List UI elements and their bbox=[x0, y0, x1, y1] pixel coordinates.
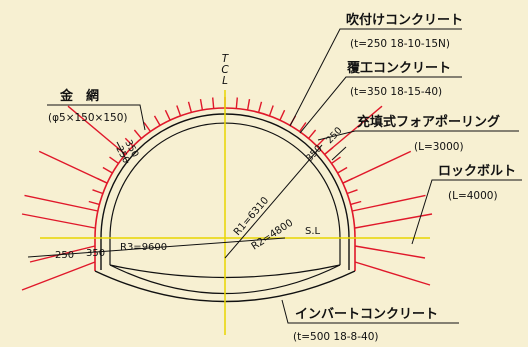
shotcrete-leader bbox=[289, 28, 462, 127]
rock-bolt bbox=[342, 150, 412, 184]
lining-spec: (t=350 18-15-40) bbox=[350, 86, 442, 98]
forepoling-tick bbox=[143, 122, 151, 132]
rock-bolt bbox=[38, 150, 108, 184]
rock-bolt bbox=[352, 194, 426, 212]
lining-leader bbox=[299, 76, 462, 134]
rockbolt-leader bbox=[411, 179, 522, 245]
rock-bolt bbox=[67, 105, 126, 155]
rockbolt-spec: (L=4000) bbox=[448, 190, 498, 202]
rock-bolt bbox=[24, 194, 98, 212]
forepoling-tick bbox=[176, 105, 182, 117]
wiremesh-leader bbox=[47, 104, 146, 131]
invert-title: インバートコンクリート bbox=[295, 307, 438, 322]
rock-bolt bbox=[324, 105, 383, 155]
forepoling-tick bbox=[124, 137, 134, 147]
forepoling-tick bbox=[331, 156, 341, 164]
left-thickness-tick bbox=[116, 141, 129, 164]
shotcrete-spec: (t=250 18-10-15N) bbox=[350, 38, 450, 50]
dim-350-label: 350 bbox=[86, 248, 105, 259]
r3-label: R3=9600 bbox=[120, 242, 167, 253]
forepoling-tick bbox=[268, 105, 274, 117]
invert-leader bbox=[281, 299, 459, 324]
centerline-letter-l: L bbox=[222, 75, 228, 87]
forepoling-tick bbox=[246, 98, 251, 111]
forepoling-tick bbox=[164, 109, 171, 121]
forepoling-tick bbox=[350, 200, 362, 206]
forepoling-tick bbox=[299, 122, 307, 132]
r1-label: R1=6310 bbox=[232, 195, 271, 238]
forepoling-tick bbox=[337, 166, 348, 174]
forepoling-tick bbox=[92, 189, 104, 195]
rock-bolt bbox=[354, 261, 431, 286]
sl-label: S.L bbox=[305, 226, 321, 237]
centerline-letter-c: C bbox=[221, 64, 229, 76]
forepoling-tick bbox=[199, 98, 204, 111]
r2-label: R2=4800 bbox=[250, 218, 296, 253]
rock-bolt bbox=[21, 213, 96, 229]
rock-bolt bbox=[354, 245, 426, 259]
forepoling-tick bbox=[279, 109, 286, 121]
invert-spec: (t=500 18-8-40) bbox=[293, 331, 378, 343]
forepoling-tick bbox=[88, 200, 100, 206]
shotcrete-title: 吹付けコンクリート bbox=[346, 12, 463, 28]
rockbolt-title: ロックボルト bbox=[438, 163, 516, 179]
centerline-letter-t: T bbox=[222, 53, 230, 65]
forepoling-leader bbox=[317, 130, 519, 141]
forepoling-tick bbox=[212, 97, 215, 109]
forepoling-tick bbox=[133, 129, 142, 139]
rock-bolt-lines bbox=[21, 97, 433, 291]
forepoling-tick bbox=[153, 115, 161, 126]
radius-r1-line bbox=[224, 144, 323, 259]
forepoling-tick bbox=[308, 129, 317, 139]
right-thickness-tick bbox=[331, 146, 347, 161]
dim-250-label: 250 bbox=[55, 250, 74, 261]
wiremesh-title: 金 網 bbox=[59, 88, 99, 104]
forepoling-tick bbox=[316, 137, 326, 147]
wiremesh-spec: (φ5×150×150) bbox=[48, 112, 127, 124]
rock-bolt bbox=[21, 261, 96, 291]
forepoling-tick bbox=[346, 189, 358, 195]
forepoling-tick bbox=[257, 101, 263, 113]
forepoling-tick bbox=[102, 166, 113, 174]
forepoling-tick bbox=[187, 101, 193, 113]
radius-r3-line bbox=[27, 237, 286, 258]
forepoling-tick bbox=[235, 97, 238, 109]
lining-title: 覆工コンクリート bbox=[347, 61, 451, 76]
forepoling-tick bbox=[109, 156, 119, 164]
forepoling-spec: (L=3000) bbox=[414, 141, 464, 153]
rock-bolt bbox=[354, 213, 433, 229]
forepoling-title: 充填式フォアポーリング bbox=[357, 114, 500, 130]
